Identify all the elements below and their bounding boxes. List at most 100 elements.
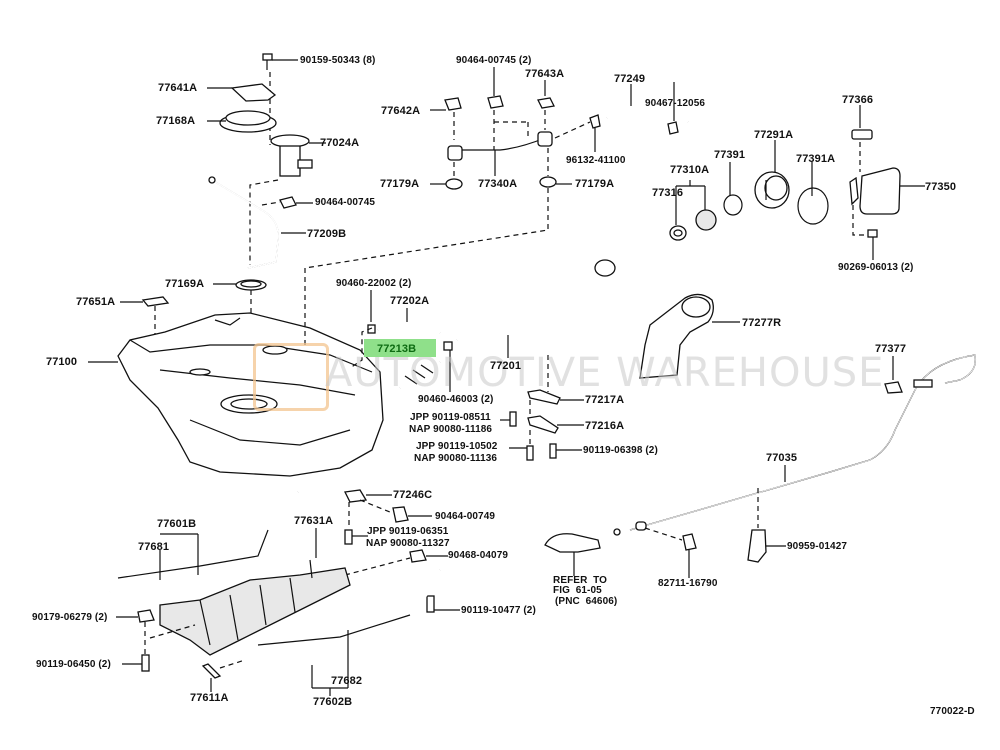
hose-77202A [377,308,441,335]
part-label-jpp-90119-10502[interactable]: JPP 90119-10502 [416,441,498,452]
pump-bracket-77641A [207,83,277,102]
clamp-96132-41100 [554,114,601,152]
part-label-77209B[interactable]: 77209B [307,228,347,240]
part-label-77179A-right[interactable]: 77179A [575,178,615,190]
cable-77035 [613,354,977,536]
part-label-90159-50343[interactable]: 90159-50343 (8) [300,55,376,66]
bolt-90119-06351 [344,529,368,545]
cap-77310A [669,180,717,241]
bracket-77217A [527,389,584,420]
part-label-77340A[interactable]: 77340A [478,178,518,190]
pad-77611A [201,659,246,692]
part-label-77391A[interactable]: 77391A [796,153,836,165]
bolt-90119-06450 [122,654,150,672]
part-label-90464-00745[interactable]: 90464-00745 [315,197,376,208]
part-label-90467-12056[interactable]: 90467-12056 [645,98,706,109]
part-label-nap-90080-11327[interactable]: NAP 90080-11327 [366,538,450,549]
filler-pipe-77201 [455,259,616,392]
part-label-77643A[interactable]: 77643A [525,68,565,80]
part-label-77249[interactable]: 77249 [614,73,646,85]
part-label-77316[interactable]: 77316 [652,187,684,199]
part-label-90468-04079[interactable]: 90468-04079 [448,550,509,561]
part-label-nap-90080-11186[interactable]: NAP 90080-11186 [409,424,493,435]
part-label-77601B[interactable]: 77601B [157,518,197,530]
protector-77631A [159,528,351,656]
part-label-77377[interactable]: 77377 [875,343,907,355]
gasket-77168A [207,110,277,133]
diagram-code: 770022-D [930,706,975,717]
clamp-90467-12056 [667,82,679,135]
part-label-90119-06450[interactable]: 90119-06450 (2) [36,659,111,670]
part-label-77366[interactable]: 77366 [842,94,874,106]
fuel-tank-77100 [88,312,384,477]
part-label-90460-46003[interactable]: 90460-46003 (2) [418,394,494,405]
bracket-77246C [344,489,392,525]
bolt-90159-50343 [262,53,298,70]
part-label-77391[interactable]: 77391 [714,149,746,161]
bolt-90119-10477 [426,595,460,613]
part-label-jpp-90119-06351[interactable]: JPP 90119-06351 [367,526,449,537]
part-label-77035[interactable]: 77035 [766,452,798,464]
hose-77249 [606,84,689,124]
part-label-77350[interactable]: 77350 [925,181,957,193]
gasket-77169A [213,279,267,291]
part-label-77277R[interactable]: 77277R [742,317,782,329]
cap-77642A [430,97,462,140]
part-label-77642A[interactable]: 77642A [381,105,421,117]
grommet-77179A-left [430,162,463,190]
nut-90468-04079 [344,549,448,576]
lever-ref-fig-61-05 [544,533,601,576]
clip-90460-22002 [367,290,376,334]
part-label-nap-90080-11136[interactable]: NAP 90080-11136 [414,453,498,464]
refer-note-line2[interactable]: FIG 61-05 [553,585,602,596]
part-label-77168A[interactable]: 77168A [156,115,196,127]
watermark-logo [253,343,329,411]
part-label-77217A[interactable]: 77217A [585,394,625,406]
part-label-90959-01427[interactable]: 90959-01427 [787,541,848,552]
part-label-77602B[interactable]: 77602B [313,696,353,708]
part-label-77213B[interactable]: 77213B [377,343,417,355]
ring-77391 [723,162,743,216]
part-label-77631A[interactable]: 77631A [294,515,334,527]
part-label-82711-16790[interactable]: 82711-16790 [658,578,718,589]
part-label-90119-06398[interactable]: 90119-06398 (2) [583,445,658,456]
part-label-90460-22002[interactable]: 90460-22002 (2) [336,278,412,289]
clamp-82711-16790 [644,527,697,578]
part-label-77681[interactable]: 77681 [138,541,170,553]
part-label-77641A[interactable]: 77641A [158,82,198,94]
part-label-90464-00745-x2[interactable]: 90464-00745 (2) [456,55,532,66]
part-label-77651A[interactable]: 77651A [76,296,116,308]
clip-90464-00745-x2 [487,67,529,150]
part-label-77216A[interactable]: 77216A [585,420,625,432]
hinge-77366 [851,105,873,172]
part-label-77310A[interactable]: 77310A [670,164,710,176]
bolt-90119-06398 [549,443,582,459]
part-label-jpp-90119-08511[interactable]: JPP 90119-08511 [410,412,491,423]
hose-77213B [349,327,442,391]
part-label-90179-06279[interactable]: 90179-06279 (2) [32,612,108,623]
part-label-77291A[interactable]: 77291A [754,129,794,141]
part-label-77682[interactable]: 77682 [331,675,363,687]
part-label-96132-41100[interactable]: 96132-41100 [566,155,626,166]
part-label-77246C[interactable]: 77246C [393,489,433,501]
part-label-77179A-left[interactable]: 77179A [380,178,420,190]
part-label-77201[interactable]: 77201 [490,360,522,372]
part-label-77024A[interactable]: 77024A [320,137,360,149]
part-label-77169A[interactable]: 77169A [165,278,205,290]
part-label-77100[interactable]: 77100 [46,356,78,368]
highlighted-part-marker [364,339,436,357]
bolt-90119-10502 [509,445,534,461]
part-label-90269-06013[interactable]: 90269-06013 (2) [838,262,914,273]
cap-77643A [537,80,555,130]
part-label-77202A[interactable]: 77202A [390,295,430,307]
plate-77651A [120,296,170,335]
refer-note-line3: (PNC 64606) [555,596,618,607]
part-label-90464-00749[interactable]: 90464-00749 [435,511,496,522]
part-label-77611A[interactable]: 77611A [190,692,229,704]
vent-tube-77340A [447,131,553,176]
clip-90464-00749 [392,506,432,523]
part-label-90119-10477[interactable]: 90119-10477 (2) [461,605,536,616]
clip-90464-00745 [261,196,313,209]
